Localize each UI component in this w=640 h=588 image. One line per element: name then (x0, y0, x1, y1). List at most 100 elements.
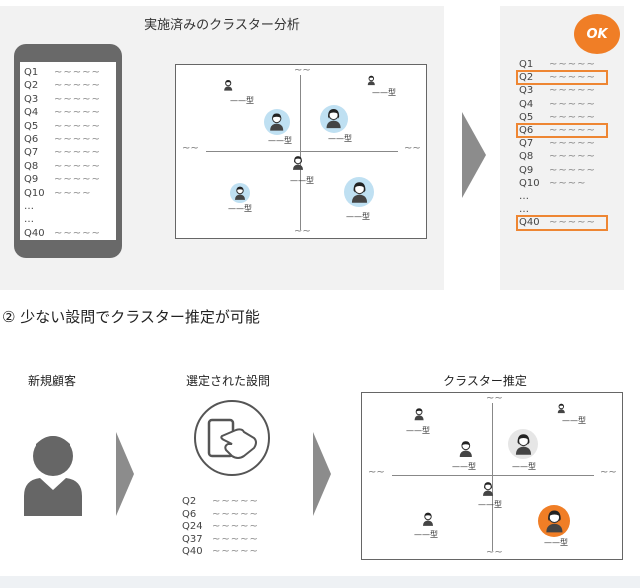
cluster-type-label: ——型 (290, 176, 314, 185)
cluster-estimate-title: クラスター推定 (443, 374, 527, 388)
cluster-person-icon: ——型 (508, 429, 538, 471)
ok-badge: OK (574, 14, 620, 54)
cluster-person-icon: ——型 (220, 77, 254, 105)
cluster-type-label: ——型 (372, 88, 396, 97)
cluster-person-icon: ——型 (406, 405, 430, 435)
axis-bottom-label: ~~ (294, 226, 311, 237)
axis-bottom-label: ~~ (486, 547, 503, 558)
question-text: ~~~~~ (54, 120, 101, 132)
question-row: Q7~~~~~ (519, 137, 615, 150)
question-row: Q24~~~~~ (182, 521, 282, 534)
question-row: Q40~~~~~ (24, 227, 116, 240)
cluster-person-icon: ——型 (364, 73, 396, 97)
cluster-type-label: ——型 (478, 500, 502, 509)
axis-top-label: ~~ (486, 393, 503, 404)
axis-left-label: ~~ (182, 143, 199, 154)
question-text: ~~~~~ (54, 134, 101, 146)
cluster-type-label: ——型 (268, 136, 292, 145)
question-text: ~~~~~ (54, 174, 101, 186)
question-text: ~~~~~ (54, 227, 101, 239)
selected-questions-title: 選定された設問 (185, 374, 270, 388)
cluster-type-label: ——型 (512, 462, 536, 471)
question-number: Q4 (24, 107, 39, 119)
question-number: Q10 (24, 187, 45, 199)
question-row: Q3~~~~~ (519, 84, 615, 97)
cluster-person-icon: ——型 (320, 105, 352, 143)
question-number: Q8 (24, 160, 39, 172)
question-text: ~~~~~ (212, 496, 259, 507)
question-number: Q3 (24, 93, 39, 105)
question-row: Q1~~~~~ (519, 58, 615, 71)
question-row: Q40 ~~~~~ (519, 216, 615, 229)
cluster-type-label: ——型 (562, 416, 586, 425)
question-row: Q40~~~~~ (182, 546, 282, 559)
question-number: Q1 (519, 59, 534, 70)
question-text: ~~~~~ (549, 151, 596, 163)
axis-top-label: ~~ (294, 65, 311, 76)
question-text: ~~~~~ (54, 67, 101, 78)
question-row: Q2~~~~~ (24, 79, 116, 92)
question-number: Q9 (519, 164, 534, 176)
question-row: Q9~~~~~ (24, 173, 116, 186)
question-row: Q2~~~~~ (519, 71, 615, 84)
cluster-type-label: ——型 (328, 134, 352, 143)
cluster-type-label: ——型 (230, 96, 254, 105)
question-number: Q8 (519, 151, 534, 163)
question-row: Q7~~~~~ (24, 146, 116, 159)
question-text: ~~~~~ (549, 72, 596, 84)
cluster-person-icon: ——型 (344, 177, 374, 221)
cluster-person-icon: ——型 (288, 153, 314, 185)
tablet-touch-icon (194, 400, 270, 476)
question-number: Q5 (519, 111, 534, 123)
cluster-scatter-plot: ~~~~~~~~——型——型——型——型——型——型——型 (175, 64, 427, 239)
question-row: Q6~~~~~ (519, 124, 615, 137)
question-text: ~~~~~ (549, 217, 596, 229)
question-row: … (519, 190, 615, 203)
phone-question-list: Q1~~~~~Q2~~~~~Q3~~~~~Q4~~~~~Q5~~~~~Q6~~~… (24, 66, 116, 240)
question-text: ~~~~~ (212, 533, 259, 545)
question-number: … (519, 191, 529, 203)
question-number: Q7 (519, 138, 534, 150)
question-number: Q2 (24, 80, 39, 92)
question-row: Q8 ~~~~~ (519, 150, 615, 163)
question-row: … (519, 203, 615, 216)
y-axis (492, 403, 493, 551)
question-row: Q10~~~~ (24, 187, 116, 200)
cluster-person-icon: ——型 (478, 479, 502, 509)
question-number: Q40 (519, 217, 540, 229)
question-number: Q7 (24, 147, 39, 159)
question-row: Q4~~~~~ (519, 98, 615, 111)
cluster-person-icon: ——型 (538, 505, 570, 547)
cluster-type-label: ——型 (346, 212, 370, 221)
question-row: … (24, 200, 116, 213)
question-number: Q6 (519, 125, 534, 137)
question-number: Q10 (519, 177, 540, 189)
question-highlight (516, 123, 608, 139)
question-number: Q40 (182, 546, 203, 558)
question-text: ~~~~ (549, 177, 587, 189)
question-row: Q5~~~~~ (519, 111, 615, 124)
question-number: Q4 (519, 98, 534, 110)
cluster-type-label: ——型 (544, 538, 568, 547)
y-axis (300, 75, 301, 230)
cluster-person-icon: ——型 (414, 509, 438, 539)
question-row: Q6 ~~~~~ (24, 133, 116, 146)
cluster-type-label: ——型 (406, 426, 430, 435)
question-row: Q3 ~~~~~ (24, 93, 116, 106)
question-number: Q6 (24, 134, 39, 146)
cluster-person-icon: ——型 (452, 437, 478, 471)
cluster-person-icon: ——型 (554, 401, 586, 425)
question-number: Q24 (182, 521, 203, 533)
arrow-right-icon (313, 432, 331, 516)
footer-strip (0, 576, 640, 588)
question-highlight (516, 70, 608, 86)
axis-right-label: ~~ (600, 467, 617, 478)
question-text: ~~~~~ (54, 107, 101, 119)
new-customer-title: 新規顧客 (27, 374, 76, 388)
question-text: ~~~~~ (54, 93, 101, 105)
customer-avatar-icon (24, 436, 82, 516)
analysis-title: 実施済みのクラスター分析 (144, 18, 300, 33)
axis-left-label: ~~ (368, 467, 385, 478)
question-row: Q10 ~~~~ (519, 177, 615, 190)
question-row: Q8~~~~~ (24, 160, 116, 173)
